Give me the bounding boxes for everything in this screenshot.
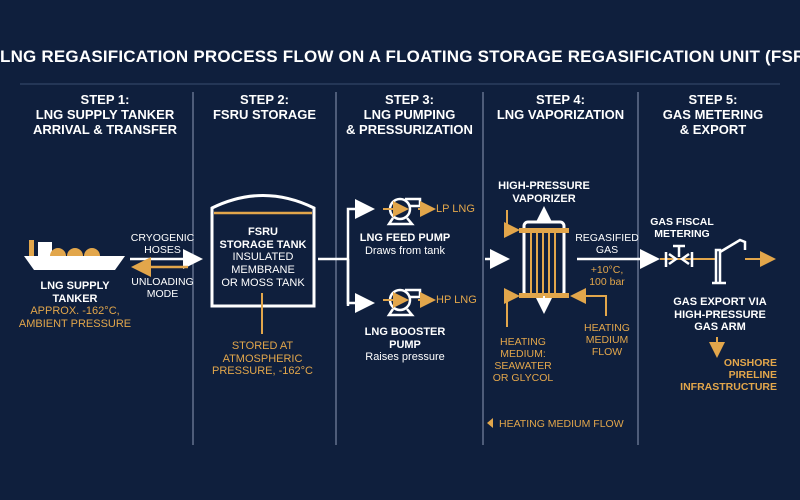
column-dividers	[192, 92, 639, 445]
metering-valve-icon	[664, 244, 694, 267]
lp-lng-label: LP LNG	[436, 203, 475, 215]
step-5-header: STEP 5:GAS METERING& EXPORT	[662, 92, 764, 137]
vaporizer-icon	[519, 206, 569, 314]
storage-tank-icon	[210, 194, 316, 308]
lng-tanker-icon	[24, 240, 125, 270]
booster-pump-icon	[386, 288, 422, 317]
heating-flow-legend-icon	[487, 418, 493, 428]
step-4-header: STEP 4:LNG VAPORIZATION	[496, 92, 625, 122]
page-title: LNG REGASIFICATION PROCESS FLOW ON A FLO…	[0, 47, 800, 66]
gas-export-arm-icon	[712, 238, 747, 285]
feed-pump-icon	[386, 197, 422, 226]
hp-lng-label: HP LNG	[436, 294, 477, 306]
step-2-header: STEP 2:FSRU STORAGE	[212, 92, 317, 122]
step-3-header: STEP 3:LNG PUMPING& PRESSURIZATION	[346, 92, 473, 137]
heating-medium-flow-legend: HEATING MEDIUM FLOW	[499, 418, 624, 430]
gas-conditions: +10°C,100 bar	[589, 264, 625, 289]
